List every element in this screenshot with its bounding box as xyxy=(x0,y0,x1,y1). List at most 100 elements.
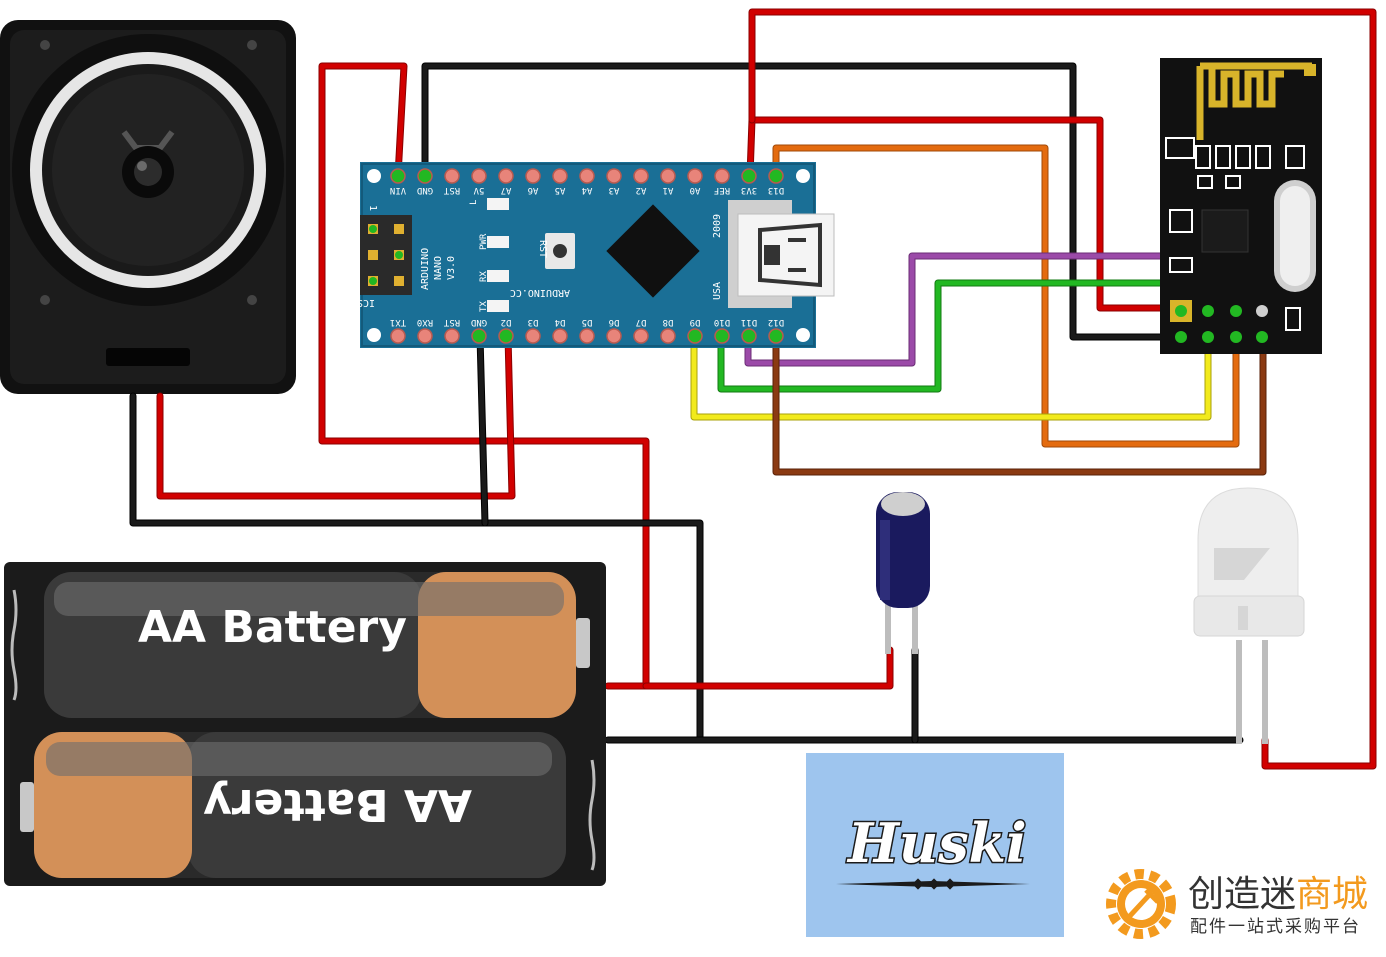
top-pin-d13 xyxy=(768,168,784,184)
top-pin-label-rst: RST xyxy=(443,185,460,195)
battery-holder: AA Battery AA Battery xyxy=(4,562,606,886)
bottom-pin-d3 xyxy=(525,328,541,344)
icsp-header xyxy=(360,215,412,295)
top-pin-label-5v: 5V xyxy=(473,185,484,195)
bottom-pin-label-d2: D2 xyxy=(501,317,512,327)
board-model: NANO xyxy=(433,256,444,280)
board-name: ARDUINO xyxy=(420,248,431,290)
bottom-pin-d9 xyxy=(687,328,703,344)
top-pin-label-a3: A3 xyxy=(609,185,620,195)
huski-logo-text: Huski xyxy=(846,811,1027,875)
top-pin-label-3v3: 3V3 xyxy=(741,185,757,195)
nrf-chip xyxy=(1201,209,1249,253)
battery-top: AA Battery xyxy=(44,572,590,718)
bottom-pin-d5 xyxy=(579,328,595,344)
top-pin-label-a6: A6 xyxy=(528,185,539,195)
top-pin-label-a5: A5 xyxy=(555,185,566,195)
board-version: V3.0 xyxy=(446,256,457,280)
nrf24l01-module xyxy=(1160,58,1322,354)
bottom-pin-label-gnd: GND xyxy=(471,317,487,327)
top-pin-a5 xyxy=(552,168,568,184)
led-label-tx: TX xyxy=(479,301,489,312)
top-pin-label-gnd: GND xyxy=(417,185,433,195)
bottom-pin-tx1 xyxy=(390,328,406,344)
wire-brown-d12 xyxy=(772,332,1267,476)
bottom-pin-d8 xyxy=(660,328,676,344)
led-label-l: L xyxy=(469,200,479,205)
top-pin-label-vin: VIN xyxy=(390,185,406,195)
bottom-pin-label-d7: D7 xyxy=(636,317,647,327)
top-pin-3v3 xyxy=(741,168,757,184)
bottom-pin-rst xyxy=(444,328,460,344)
bottom-pin-d6 xyxy=(606,328,622,344)
top-pin-label-a4: A4 xyxy=(582,185,593,195)
top-pin-5v xyxy=(471,168,487,184)
bottom-pin-label-d10: D10 xyxy=(714,317,730,327)
wire-yellow-d9 xyxy=(690,332,1212,421)
bottom-pin-d11 xyxy=(741,328,757,344)
bottom-pin-row: TX1 RX0 RST GND D2 D3 D4 D5 D6 D7 D8 D9 D10 D11 D12 xyxy=(390,317,784,344)
bottom-pin-label-tx1: TX1 xyxy=(390,317,406,327)
top-pin-a1 xyxy=(660,168,676,184)
bottom-pin-label-rx0: RX0 xyxy=(417,317,433,327)
top-pin-label-a7: A7 xyxy=(501,185,512,195)
gear-icon xyxy=(1106,869,1176,939)
top-pin-ref xyxy=(714,168,730,184)
bottom-pin-label-d6: D6 xyxy=(609,317,620,327)
led xyxy=(1193,487,1305,744)
top-pin-label-a0: A0 xyxy=(690,185,701,195)
top-pin-rst xyxy=(444,168,460,184)
top-pin-row: VIN GND RST 5V A7 A6 A5 A4 A3 A2 A1 A0 REF 3V3 D13 xyxy=(390,168,784,195)
bottom-pin-d2 xyxy=(498,328,514,344)
capacitor xyxy=(876,492,930,654)
top-pin-vin xyxy=(390,168,406,184)
top-pin-a4 xyxy=(579,168,595,184)
speaker xyxy=(0,20,296,394)
bottom-pin-label-d11: D11 xyxy=(741,317,757,327)
led-label-pwr: PWR xyxy=(479,233,489,250)
microcontroller-chip xyxy=(606,204,700,298)
board-site: ARDUINO.CC xyxy=(510,287,570,298)
board-year: 2009 xyxy=(712,214,723,238)
top-pin-a7 xyxy=(498,168,514,184)
battery-bottom-label: AA Battery xyxy=(203,779,472,830)
bottom-pin-label-rst: RST xyxy=(443,317,460,327)
top-pin-a3 xyxy=(606,168,622,184)
led-label-rx: RX xyxy=(479,271,489,282)
icsp-pin1-label: 1 xyxy=(367,205,378,211)
top-pin-label-a1: A1 xyxy=(663,185,674,195)
bottom-pin-d4 xyxy=(552,328,568,344)
brand-name: 创造迷商城 xyxy=(1188,874,1368,915)
bottom-pin-label-d3: D3 xyxy=(528,317,539,327)
bottom-pin-label-d8: D8 xyxy=(663,317,674,327)
brand-name-part1: 创造迷 xyxy=(1188,874,1296,915)
top-pin-a0 xyxy=(687,168,703,184)
bottom-pin-label-d5: D5 xyxy=(582,317,593,327)
huski-logo: Huski xyxy=(806,753,1064,937)
icsp-label: ICSP xyxy=(351,297,375,308)
bottom-pin-gnd xyxy=(471,328,487,344)
battery-top-label: AA Battery xyxy=(138,602,407,653)
top-pin-a2 xyxy=(633,168,649,184)
bottom-pin-d10 xyxy=(714,328,730,344)
usb-connector[interactable] xyxy=(728,200,835,308)
board-country: USA xyxy=(712,282,723,300)
bottom-pin-d12 xyxy=(768,328,784,344)
bottom-pin-label-d4: D4 xyxy=(555,317,566,327)
top-pin-gnd xyxy=(417,168,433,184)
top-pin-label-a2: A2 xyxy=(636,185,647,195)
brand-tagline: 配件一站式采购平台 xyxy=(1190,917,1361,937)
bottom-pin-rx0 xyxy=(417,328,433,344)
top-pin-label-ref: REF xyxy=(714,185,730,195)
top-pin-label-d13: D13 xyxy=(768,185,784,195)
bottom-pin-d7 xyxy=(633,328,649,344)
arduino-nano: ICSP 1 RST L PWR RX TX ARDUINO NANO V3.0… xyxy=(351,162,835,348)
brand-logo: 创造迷商城 配件一站式采购平台 xyxy=(1106,869,1368,939)
wire-red-capacitor xyxy=(642,646,894,690)
bottom-pin-label-d9: D9 xyxy=(690,317,701,327)
brand-name-part2: 商城 xyxy=(1296,874,1368,915)
battery-bottom: AA Battery xyxy=(20,732,566,878)
top-pin-a6 xyxy=(525,168,541,184)
bottom-pin-label-d12: D12 xyxy=(768,317,784,327)
